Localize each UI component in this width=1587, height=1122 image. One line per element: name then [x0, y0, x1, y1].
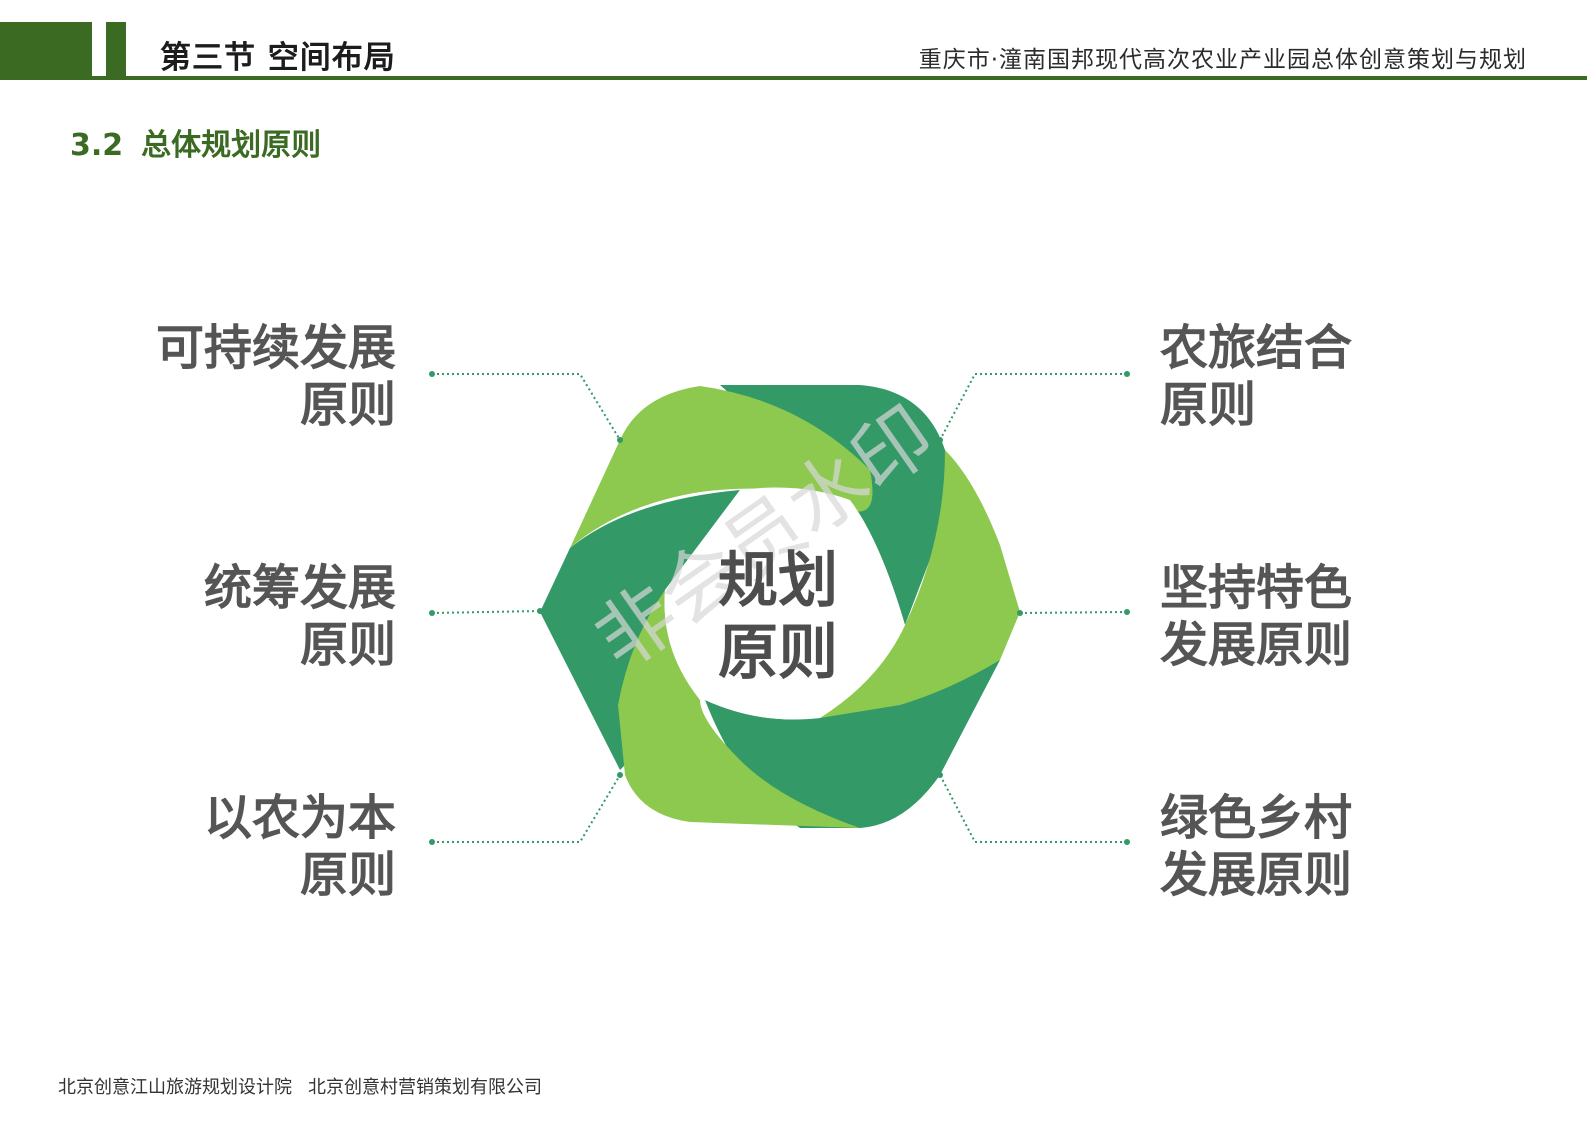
section-title: 第三节 空间布局 — [160, 40, 396, 76]
connector-lines — [431, 373, 1128, 843]
footer-org2: 北京创意村营销策划有限公司 — [308, 1077, 542, 1098]
principle-green-village: 绿色乡村 发展原则 — [1160, 790, 1480, 904]
subsection-title: 总体规划原则 — [141, 128, 322, 163]
ribbon-band-top-left — [570, 386, 873, 548]
center-label-line1: 规划 — [718, 546, 838, 616]
principle-sustainable: 可持续发展 原则 — [76, 320, 396, 434]
principle-line1: 农旅结合 — [1160, 320, 1353, 376]
principle-line1: 坚持特色 — [1160, 560, 1353, 616]
principle-line2: 原则 — [299, 377, 396, 433]
footer-org1: 北京创意江山旅游规划设计院 — [58, 1077, 292, 1098]
connector-left-bottom — [432, 774, 621, 843]
hexagon-ribbon — [540, 385, 1020, 828]
connector-right-mid — [1019, 611, 1128, 614]
ribbon-band-right — [820, 450, 1020, 718]
principle-line2: 原则 — [1160, 377, 1257, 433]
connector-left-top — [432, 373, 621, 441]
principle-agriculture-first: 以农为本 原则 — [76, 790, 396, 904]
principle-line2: 原则 — [299, 847, 396, 903]
principle-line1: 以农为本 — [203, 790, 396, 846]
footer: 北京创意江山旅游规划设计院北京创意村营销策划有限公司 — [58, 1073, 542, 1099]
principle-line2: 发展原则 — [1160, 847, 1353, 903]
principle-line1: 统筹发展 — [203, 560, 396, 616]
subsection-heading: 3.2 总体规划原则 — [70, 120, 321, 164]
header-rule — [0, 76, 1587, 80]
principle-line1: 绿色乡村 — [1160, 790, 1353, 846]
principle-distinctive: 坚持特色 发展原则 — [1160, 560, 1480, 674]
header-bar-block — [0, 22, 92, 79]
ribbon-band-bottom — [705, 660, 1000, 828]
ribbon-band-top-right — [720, 385, 945, 625]
connector-dots — [429, 371, 1130, 845]
ribbon-band-bottom-left — [618, 590, 860, 828]
principle-line1: 可持续发展 — [155, 320, 396, 376]
principle-line2: 发展原则 — [1160, 617, 1353, 673]
connector-right-top — [939, 373, 1127, 441]
principle-line2: 原则 — [299, 617, 396, 673]
header-bar-accent — [106, 22, 126, 79]
center-label: 规划 原则 — [680, 545, 876, 689]
ribbon-center-window — [664, 487, 905, 720]
connector-right-bottom — [939, 774, 1127, 843]
principle-coordinated: 统筹发展 原则 — [76, 560, 396, 674]
connector-left-mid — [431, 610, 541, 614]
center-label-line2: 原则 — [718, 618, 838, 688]
subsection-number: 3.2 — [70, 128, 124, 163]
document-title: 重庆市·潼南国邦现代高次农业产业园总体创意策划与规划 — [918, 47, 1527, 73]
principle-agri-tourism: 农旅结合 原则 — [1160, 320, 1480, 434]
